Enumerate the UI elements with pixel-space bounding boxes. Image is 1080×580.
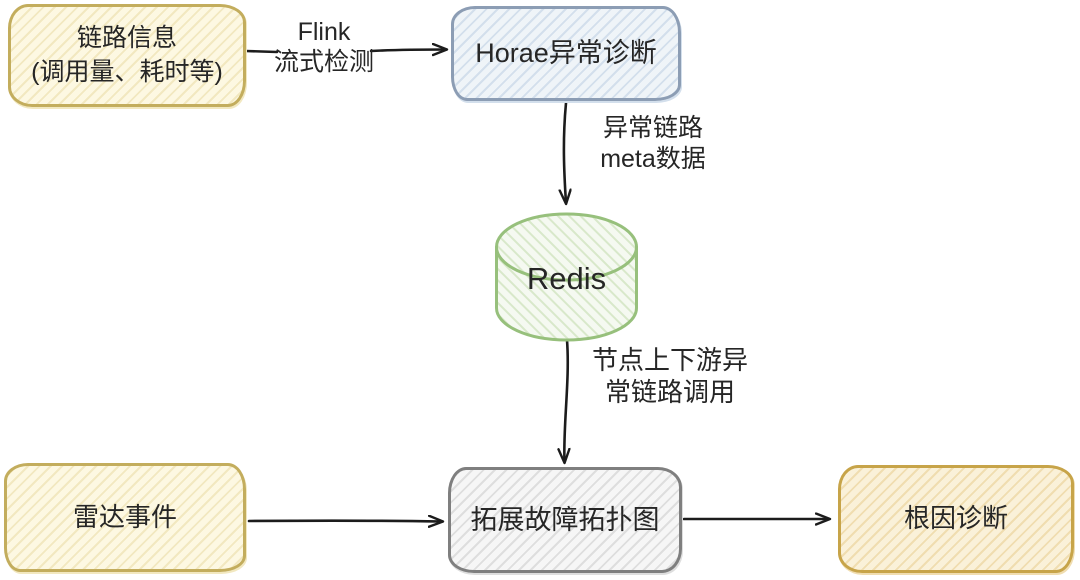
- edge-label-updownstream-calls: 节点上下游异 常链路调用: [583, 344, 757, 408]
- edge-label-flink-line1: Flink: [297, 18, 351, 46]
- edge-label-flink: Flink 流式检测: [260, 17, 388, 77]
- node-radar: 雷达事件: [4, 463, 246, 572]
- redis-cylinder-top: [495, 212, 638, 282]
- node-radar-label: 雷达事件: [72, 501, 177, 532]
- node-root-cause-label: 根因诊断: [903, 503, 1008, 534]
- edge-label-meta-line2: meta数据: [600, 145, 706, 173]
- arrow-redis-to-topology: [564, 338, 567, 462]
- edge-label-calls-line2: 常链路调用: [604, 377, 735, 407]
- node-redis-label: Redis: [526, 261, 607, 296]
- edge-label-flink-line2: 流式检测: [273, 48, 374, 76]
- node-topology: 拓展故障拓扑图: [448, 467, 682, 573]
- edge-label-meta-data: 异常链路 meta数据: [585, 113, 721, 175]
- node-link-info-label-line2: (调用量、耗时等): [31, 57, 223, 86]
- edge-label-meta-line1: 异常链路: [602, 114, 703, 142]
- node-link-info: 链路信息 (调用量、耗时等): [8, 4, 246, 107]
- node-horae: Horae异常诊断: [451, 6, 681, 101]
- edge-label-calls-line1: 节点上下游异: [591, 345, 748, 375]
- arrow-linkinfo-stub: [244, 49, 279, 54]
- node-topology-label: 拓展故障拓扑图: [470, 504, 660, 535]
- arrow-horae-to-redis: [564, 101, 566, 203]
- node-link-info-label-line1: 链路信息: [76, 23, 177, 52]
- arrow-linkinfo-to-horae: [369, 50, 446, 52]
- arrow-radar-to-topology: [247, 521, 442, 522]
- node-redis-cylinder: [495, 212, 638, 342]
- node-horae-label: Horae异常诊断: [475, 38, 657, 69]
- node-root-cause: 根因诊断: [838, 465, 1074, 573]
